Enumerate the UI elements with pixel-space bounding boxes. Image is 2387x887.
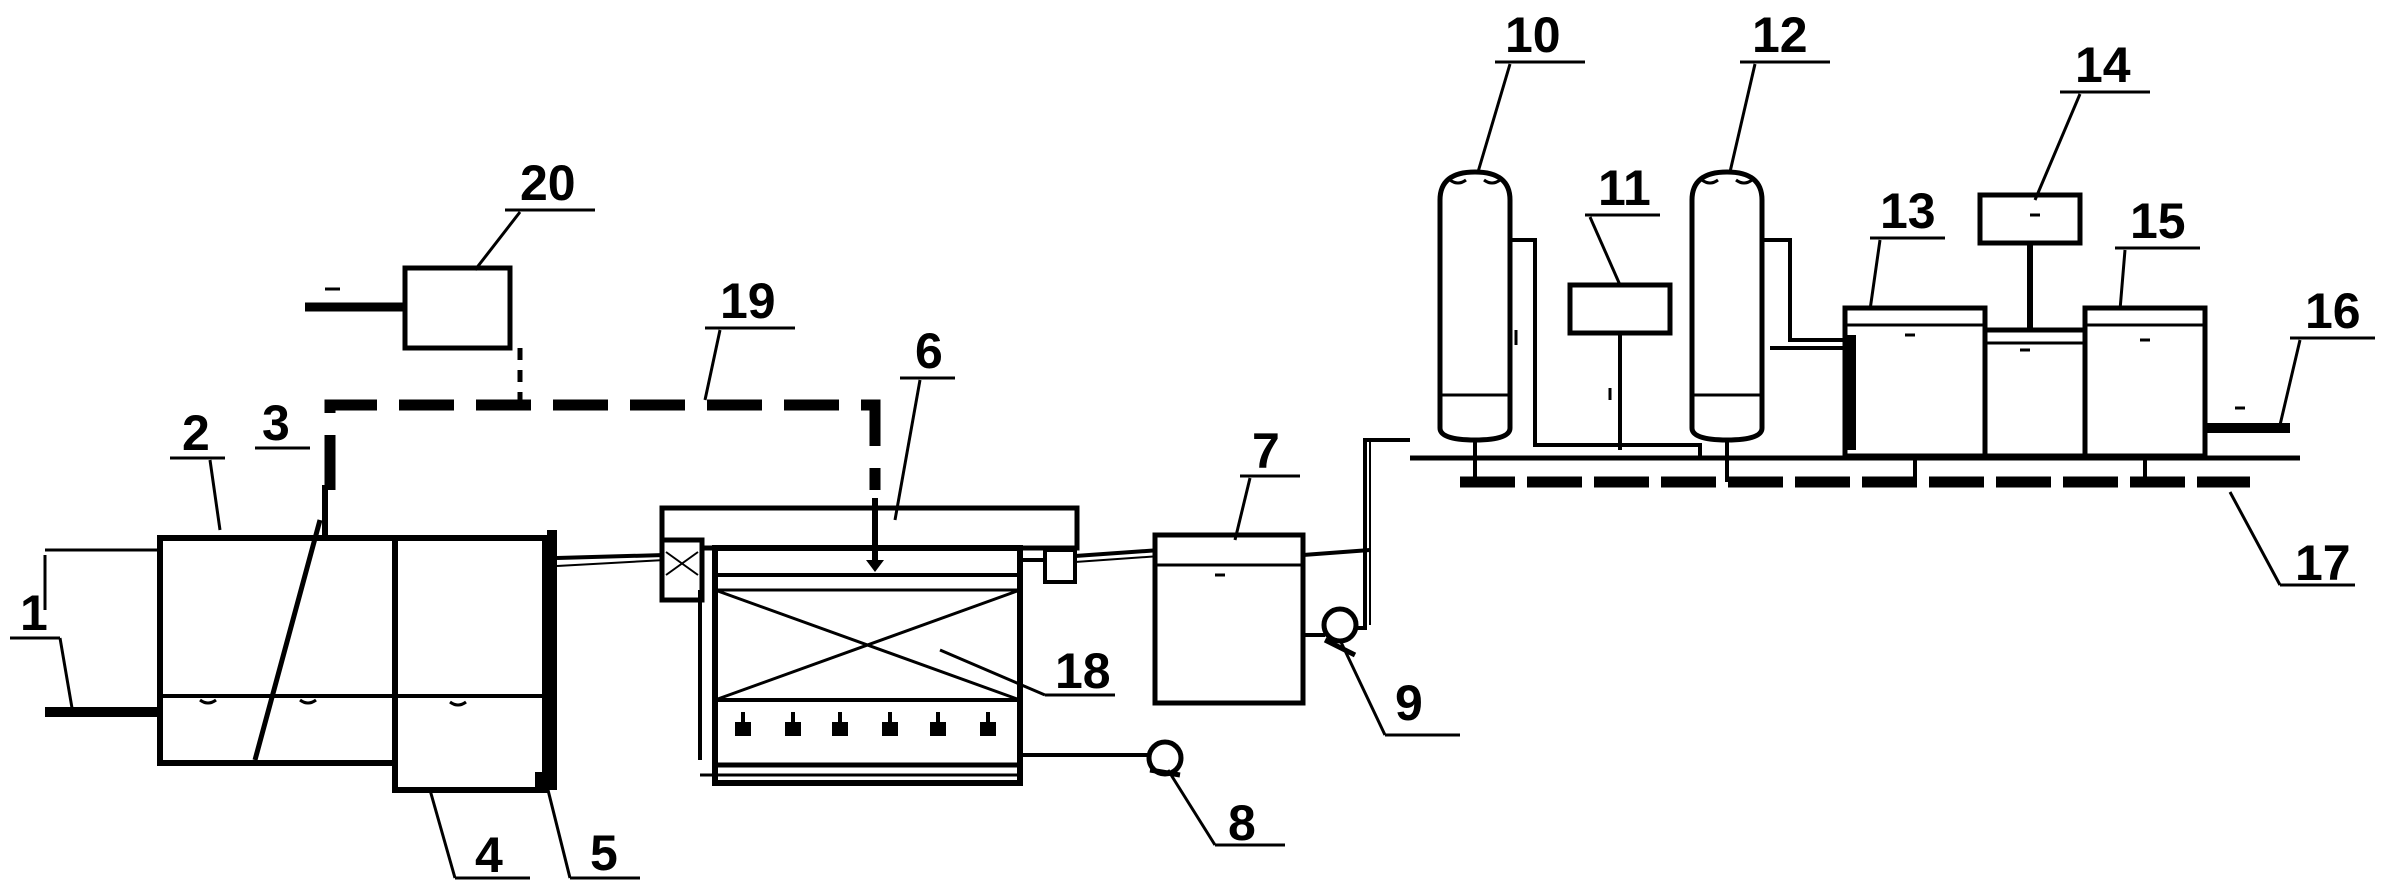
svg-text:9: 9 bbox=[1395, 675, 1423, 731]
sludge-line-17 bbox=[1460, 456, 2250, 488]
label-6: 6 bbox=[893, 323, 955, 521]
tank-4 bbox=[392, 535, 548, 793]
svg-text:5: 5 bbox=[590, 825, 618, 881]
label-13: 13 bbox=[1868, 183, 1945, 311]
svg-text:17: 17 bbox=[2295, 535, 2351, 591]
svg-text:12: 12 bbox=[1752, 7, 1808, 63]
svg-text:11: 11 bbox=[1598, 160, 1651, 216]
svg-text:4: 4 bbox=[475, 827, 503, 883]
svg-text:19: 19 bbox=[720, 273, 776, 329]
svg-text:10: 10 bbox=[1505, 7, 1561, 63]
label-9: 9 bbox=[1338, 639, 1460, 737]
label-2: 2 bbox=[170, 405, 225, 531]
svg-text:1: 1 bbox=[20, 585, 48, 641]
label-16: 16 bbox=[2278, 283, 2375, 426]
screen-3 bbox=[252, 485, 328, 761]
label-5: 5 bbox=[546, 789, 640, 881]
label-20: 20 bbox=[473, 155, 595, 271]
dosing-box-11 bbox=[1567, 282, 1673, 450]
tank-7 bbox=[1152, 532, 1371, 706]
svg-text:13: 13 bbox=[1880, 183, 1936, 239]
pump-9 bbox=[1303, 438, 1410, 658]
middle-box bbox=[1982, 327, 2088, 459]
label-14: 14 bbox=[2033, 37, 2150, 201]
dosing-box-14 bbox=[1977, 192, 2083, 330]
label-4: 4 bbox=[428, 789, 530, 883]
deodorizer-20 bbox=[305, 265, 523, 405]
label-3: 3 bbox=[255, 395, 310, 451]
svg-text:6: 6 bbox=[915, 323, 943, 379]
svg-text:20: 20 bbox=[520, 155, 576, 211]
label-18: 18 bbox=[939, 643, 1115, 699]
tank-2 bbox=[45, 535, 398, 766]
label-15: 15 bbox=[2115, 193, 2200, 311]
label-8: 8 bbox=[1166, 769, 1285, 851]
svg-text:8: 8 bbox=[1228, 795, 1256, 851]
label-11: 11 bbox=[1585, 160, 1660, 286]
label-17: 17 bbox=[2228, 491, 2355, 591]
svg-text:14: 14 bbox=[2075, 37, 2131, 93]
inlet-pipe-1 bbox=[43, 555, 160, 717]
outlet-5 bbox=[535, 530, 557, 790]
gas-duct-19 bbox=[324, 399, 881, 490]
svg-text:15: 15 bbox=[2130, 193, 2186, 249]
column-12 bbox=[1689, 169, 1850, 458]
svg-text:3: 3 bbox=[262, 395, 290, 451]
tank-13 bbox=[1842, 305, 1988, 459]
label-7: 7 bbox=[1233, 423, 1300, 541]
label-10: 10 bbox=[1476, 7, 1585, 173]
blower-8 bbox=[1020, 739, 1184, 778]
tank-15 bbox=[2082, 305, 2208, 459]
svg-text:2: 2 bbox=[182, 405, 210, 461]
svg-text:7: 7 bbox=[1252, 423, 1280, 479]
label-12: 12 bbox=[1728, 7, 1830, 173]
reactor-6 bbox=[659, 498, 1161, 786]
packing-18 bbox=[714, 588, 1021, 702]
diffusers bbox=[735, 712, 996, 736]
column-10 bbox=[1437, 169, 1702, 458]
svg-text:16: 16 bbox=[2305, 283, 2361, 339]
label-1: 1 bbox=[10, 585, 74, 709]
outlet-16 bbox=[2205, 406, 2290, 433]
svg-text:18: 18 bbox=[1055, 643, 1111, 699]
label-19: 19 bbox=[703, 273, 795, 401]
